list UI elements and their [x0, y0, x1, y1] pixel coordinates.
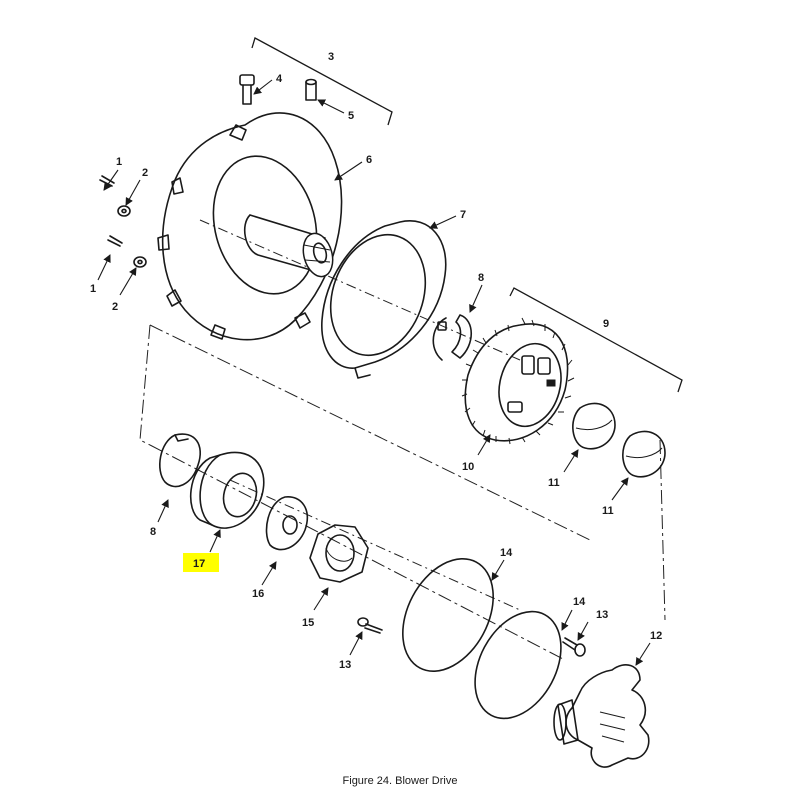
- callout-2-lower: 2: [112, 301, 118, 313]
- bolt-part-1a: [99, 175, 115, 187]
- callout-7: 7: [460, 209, 466, 221]
- block-part-11a: [572, 402, 616, 450]
- callout-2-upper: 2: [142, 167, 148, 179]
- figure-caption: Figure 24. Blower Drive: [342, 775, 458, 787]
- callout-14-upper: 14: [500, 547, 513, 559]
- bolt-part-13a: [357, 617, 383, 634]
- callout-15: 15: [302, 617, 314, 629]
- bearing-part-17: [189, 451, 265, 529]
- washer-part-2a: [117, 205, 131, 217]
- ring-part-7: [321, 220, 447, 379]
- plate-part-14a: [402, 557, 494, 673]
- callout-13-left: 13: [339, 659, 351, 671]
- callout-1-lower: 1: [90, 283, 96, 295]
- block-part-11b: [622, 430, 666, 478]
- leader-arrows: [97, 79, 651, 666]
- callout-17-highlight: [183, 553, 219, 572]
- assembly-bracket-9: [509, 287, 683, 393]
- disc-part-8: [159, 433, 201, 488]
- callout-17: 17: [193, 558, 205, 570]
- pin-part-5: [305, 78, 317, 101]
- callout-10: 10: [462, 461, 474, 473]
- callout-1-upper: 1: [116, 156, 122, 168]
- callout-3: 3: [328, 51, 334, 63]
- callout-6: 6: [366, 154, 372, 166]
- bolt-part-1b: [107, 235, 123, 247]
- callout-labels: 1 2 1 2 3 4 5 6 7 8 9 10 11 11 12 13 13 …: [90, 51, 662, 671]
- callout-11-left: 11: [548, 477, 560, 489]
- callout-11-right: 11: [602, 505, 614, 517]
- washer-part-2b: [133, 256, 147, 268]
- bolt-part-4: [239, 74, 255, 105]
- nut-part-15: [309, 524, 369, 583]
- retaining-ring-part-8: [432, 314, 473, 361]
- plate-part-14b: [474, 610, 562, 720]
- callout-8-upper: 8: [478, 272, 484, 284]
- washer-part-16: [265, 496, 309, 551]
- callout-16: 16: [252, 588, 264, 600]
- assembly-bracket-3: [251, 37, 393, 126]
- bolt-part-13b: [562, 637, 586, 657]
- callout-5: 5: [348, 110, 354, 122]
- callout-12: 12: [650, 630, 662, 642]
- callout-14-right: 14: [573, 596, 586, 608]
- callout-9: 9: [603, 318, 609, 330]
- housing-flange-part-6: [157, 112, 343, 341]
- coupling-part-12: [553, 664, 650, 768]
- phantom-lines: [139, 219, 666, 661]
- callout-8-lower: 8: [150, 526, 156, 538]
- callout-4: 4: [276, 73, 283, 85]
- callout-13-right: 13: [596, 609, 608, 621]
- gear-part-10: [461, 317, 575, 445]
